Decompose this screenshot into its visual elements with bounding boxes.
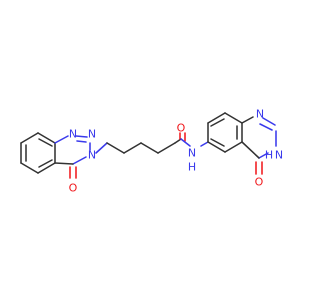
bond <box>54 135 69 144</box>
structure-canvas: N N N O O N H N H N O <box>20 107 284 195</box>
bond <box>241 116 254 124</box>
oxygen-label: O <box>177 122 186 135</box>
bond <box>20 162 39 174</box>
bond <box>207 112 226 124</box>
bond <box>38 138 53 147</box>
nitrogen-label: N <box>188 147 196 160</box>
bond <box>210 118 225 127</box>
bond <box>54 162 74 165</box>
bond <box>37 162 56 174</box>
bond <box>123 142 142 154</box>
nitrogen-label: N <box>256 108 264 121</box>
bond <box>38 159 53 168</box>
nitrogen-label: N <box>88 128 96 141</box>
bond <box>259 123 273 131</box>
oxygen-label: O <box>255 176 264 189</box>
nitrogen-label: N <box>69 128 77 141</box>
oxygen-label: O <box>69 182 78 195</box>
bond <box>20 132 39 144</box>
bond <box>76 140 87 143</box>
bond <box>75 135 88 138</box>
bond <box>140 142 159 154</box>
bond <box>262 117 276 126</box>
bond <box>106 142 125 154</box>
bond <box>241 141 260 159</box>
bond <box>200 141 209 147</box>
atom-label-layer: N N N O O N H N H N O <box>69 108 283 195</box>
hydrogen-label: H <box>188 161 196 174</box>
bond <box>258 152 269 159</box>
bond <box>224 112 243 124</box>
bond <box>180 138 191 147</box>
bond <box>224 141 243 153</box>
bond <box>210 138 225 147</box>
hydrogen-label: H <box>265 149 273 162</box>
bond <box>72 156 87 165</box>
bond <box>95 142 108 154</box>
molecule-diagram: N N N O O N H N H N O <box>20 108 283 195</box>
bond <box>207 141 226 153</box>
bond-layer <box>20 112 277 179</box>
bond <box>37 132 56 144</box>
nitrogen-label: N <box>275 149 283 162</box>
bond <box>157 142 176 154</box>
nitrogen-label: N <box>88 149 96 162</box>
